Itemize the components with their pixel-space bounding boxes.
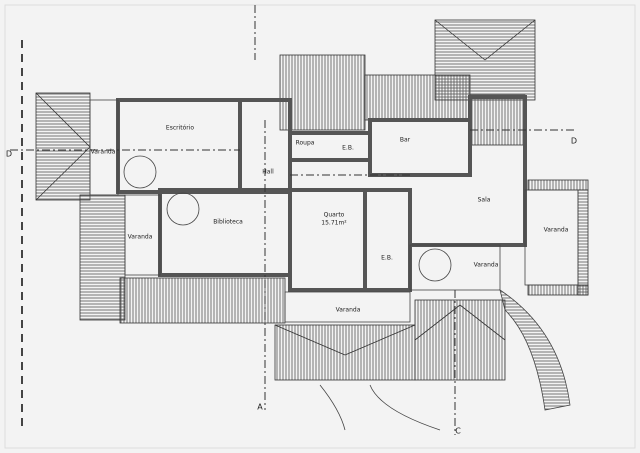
room-label-hall: Hall xyxy=(262,168,274,176)
room-label-varanda-bottom: Varanda xyxy=(335,306,361,314)
spiral-stairs xyxy=(123,155,452,282)
room-label-varanda-left-mid: Varanda xyxy=(127,233,153,241)
section-marker-a: A xyxy=(257,402,263,412)
roofs xyxy=(35,19,589,381)
section-marker-d-left: D xyxy=(5,149,13,159)
roof-top-center xyxy=(279,54,366,131)
curved-stair xyxy=(499,289,571,411)
room-label-escritorio: Escritório xyxy=(165,124,195,132)
roof-bottom-left xyxy=(119,277,286,324)
roof-right-bottom xyxy=(527,284,589,296)
room-label-quarto: Quarto xyxy=(323,211,345,219)
section-lines xyxy=(10,5,575,435)
roof-right-side xyxy=(577,189,589,296)
outlines xyxy=(89,99,579,431)
room-label-varanda-right: Varanda xyxy=(543,226,569,234)
roof-left-low xyxy=(79,194,126,321)
room-label-varanda-right-low: Varanda xyxy=(473,261,499,269)
roof-bottom-right xyxy=(414,299,506,381)
room-label-eb-top: E.B. xyxy=(342,144,354,152)
room-label-eb-low: E.B. xyxy=(381,254,393,262)
room-label-quarto-area: 15.71m² xyxy=(321,219,347,227)
section-marker-c: C xyxy=(455,426,461,436)
roof-bottom-center xyxy=(274,324,416,381)
sheet-border xyxy=(4,4,636,449)
roof-right-top xyxy=(527,179,589,191)
room-label-varanda-left-top: Varanda xyxy=(90,148,116,156)
section-marker-d-right: D xyxy=(570,136,578,146)
room-label-roupa: Roupa xyxy=(295,139,315,147)
room-label-biblioteca: Biblioteca xyxy=(213,218,243,226)
room-label-bar: Bar xyxy=(399,136,411,144)
roof-right-small xyxy=(469,94,526,146)
room-label-sala: Sala xyxy=(477,196,491,204)
roof-left-top xyxy=(35,92,91,201)
